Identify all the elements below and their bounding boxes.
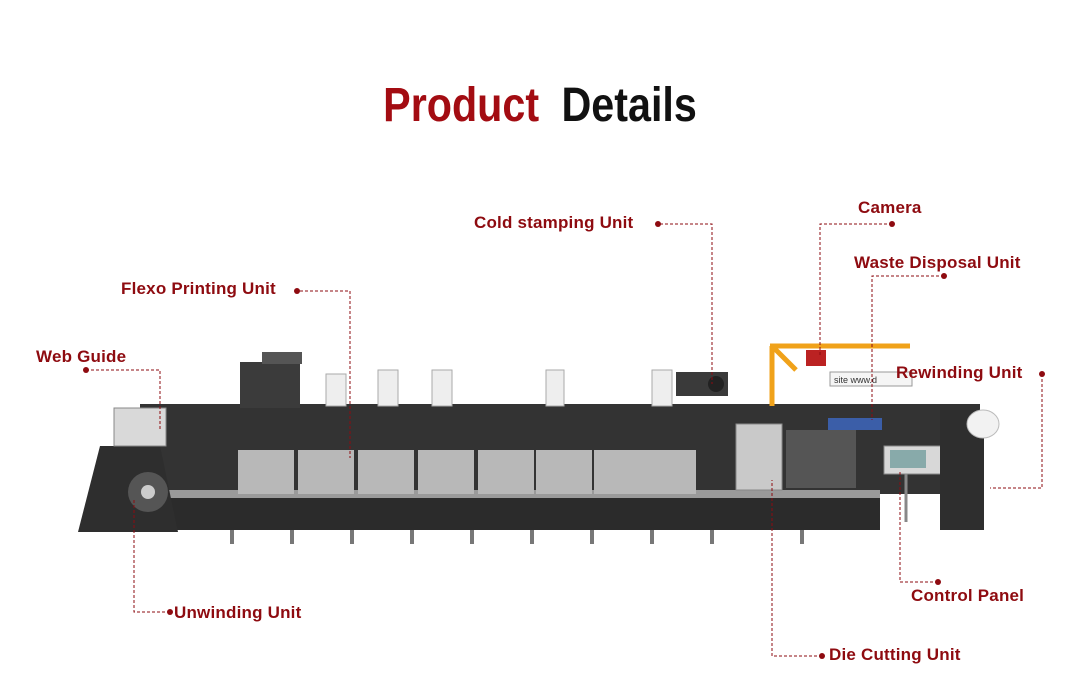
title-word-details: Details (561, 79, 697, 132)
label-unwinding-unit: Unwinding Unit (174, 603, 302, 622)
label-control-panel: Control Panel (911, 586, 1025, 605)
die-cutting-module (735, 423, 783, 491)
label-cold-stamping-unit: Cold stamping Unit (474, 213, 634, 232)
rewinding-reel (966, 409, 1000, 439)
label-flexo-printing-unit: Flexo Printing Unit (121, 279, 276, 298)
web-guide-box (113, 407, 167, 447)
dryer-hoods (325, 369, 673, 407)
label-camera: Camera (858, 198, 922, 217)
machine-sign-text: site www.d (834, 375, 877, 385)
waste-disposal-roller (828, 418, 882, 430)
title-word-product: Product (383, 79, 540, 132)
label-rewinding-unit: Rewinding Unit (896, 363, 1023, 382)
page-title: Product Details (76, 78, 1005, 133)
machine-feet (230, 530, 804, 544)
crane-frame (769, 343, 910, 406)
label-web-guide: Web Guide (36, 347, 127, 366)
flexo-print-units (238, 450, 696, 494)
upper-print-station (240, 362, 300, 408)
camera-device (806, 350, 826, 366)
machine-sign (829, 371, 913, 387)
label-waste-disposal-unit: Waste Disposal Unit (854, 253, 1021, 272)
label-die-cutting-unit: Die Cutting Unit (829, 645, 961, 664)
